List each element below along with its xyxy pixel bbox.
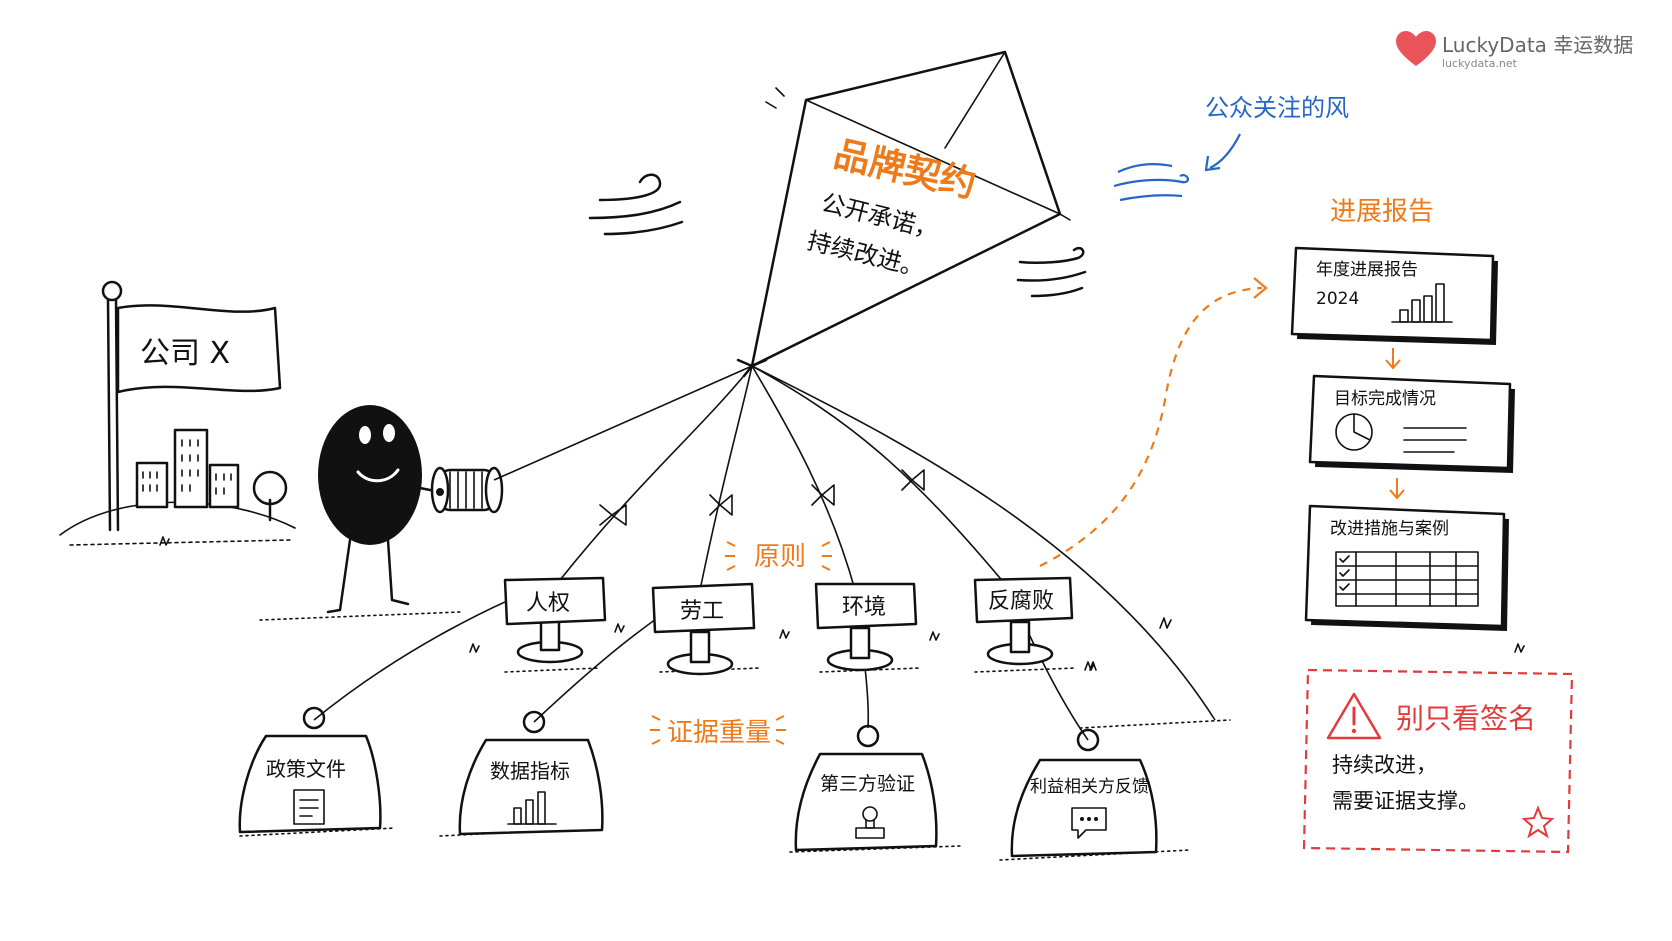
evidence-weight-stakeholder: 利益相关方反馈 (1010, 728, 1158, 858)
evidence-label: 政策文件 (266, 757, 346, 781)
evidence-label: 证据重量 (650, 715, 786, 748)
checklist-table-icon (1335, 551, 1479, 607)
evidence-to-reports-arrow (1039, 277, 1268, 567)
warning-triangle-icon (1326, 692, 1382, 740)
warning-box: 别只看签名 持续改进， 需要证据支撑。 (1302, 668, 1574, 854)
logo-url: luckydata.net (1442, 57, 1518, 70)
principle-sign-labor: 劳工 (651, 582, 756, 676)
evidence-weight-third-party: 第三方验证 (794, 724, 938, 852)
logo: LuckyData 幸运数据 luckydata.net (1396, 31, 1633, 70)
buildings (135, 428, 288, 522)
public-attention-wind: 公众关注的风 (1113, 94, 1349, 202)
wind-swirls (588, 173, 1087, 298)
stamp-icon (855, 806, 885, 839)
star-icon (1521, 805, 1555, 839)
pie-chart-icon (1335, 413, 1373, 451)
flag-label: 公司 X (140, 336, 230, 371)
document-icon (293, 789, 325, 825)
report-card-title: 改进措施与案例 (1330, 519, 1449, 539)
kite-holder-character (318, 405, 504, 614)
evidence-weight-metrics: 数据指标 (458, 710, 604, 836)
principle-sign-environment: 环境 (814, 582, 918, 672)
principles-title: 原则 (754, 542, 806, 572)
warning-title: 别只看签名 (1396, 702, 1536, 735)
warning-line-1: 持续改进， (1332, 753, 1437, 777)
kite: 品牌契约 公开承诺， 持续改进。 (736, 50, 1071, 378)
reports-title: 进展报告 (1330, 197, 1434, 227)
report-card-improvements: 改进措施与案例 (1304, 504, 1509, 631)
evidence-label: 数据指标 (490, 759, 570, 783)
report-card-annual: 年度进展报告 2024 (1290, 246, 1498, 345)
report-card-title: 年度进展报告 (1316, 260, 1418, 280)
evidence-label: 第三方验证 (820, 773, 915, 795)
bar-chart-icon (1391, 283, 1453, 323)
reports-section: 进展报告 年度进展报告 2024 目标完成情况 (1290, 197, 1515, 631)
report-card-title: 目标完成情况 (1334, 389, 1436, 409)
principle-label: 反腐败 (988, 589, 1054, 614)
evidence-label: 利益相关方反馈 (1030, 777, 1149, 797)
string-reel-icon (430, 466, 504, 514)
report-card-year: 2024 (1316, 289, 1359, 309)
wind-label: 公众关注的风 (1205, 94, 1349, 122)
evidence-title: 证据重量 (667, 718, 771, 748)
report-card-goals: 目标完成情况 (1308, 374, 1515, 473)
heart-icon (1396, 31, 1436, 66)
bar-chart-icon (507, 791, 557, 825)
principles-label: 原则 (725, 541, 832, 572)
warning-line-2: 需要证据支撑。 (1332, 789, 1479, 813)
company-flag: 公司 X (101, 280, 282, 532)
principle-label: 环境 (842, 595, 886, 620)
principle-label: 人权 (526, 591, 570, 616)
principle-label: 劳工 (680, 599, 724, 624)
kite-strings (313, 365, 1216, 741)
logo-name: LuckyData 幸运数据 (1442, 33, 1633, 57)
evidence-weight-policy: 政策文件 (238, 706, 382, 834)
principle-sign-anti-corruption: 反腐败 (973, 576, 1074, 666)
principle-sign-human-rights: 人权 (503, 576, 607, 664)
chat-bubble-icon (1071, 807, 1107, 839)
